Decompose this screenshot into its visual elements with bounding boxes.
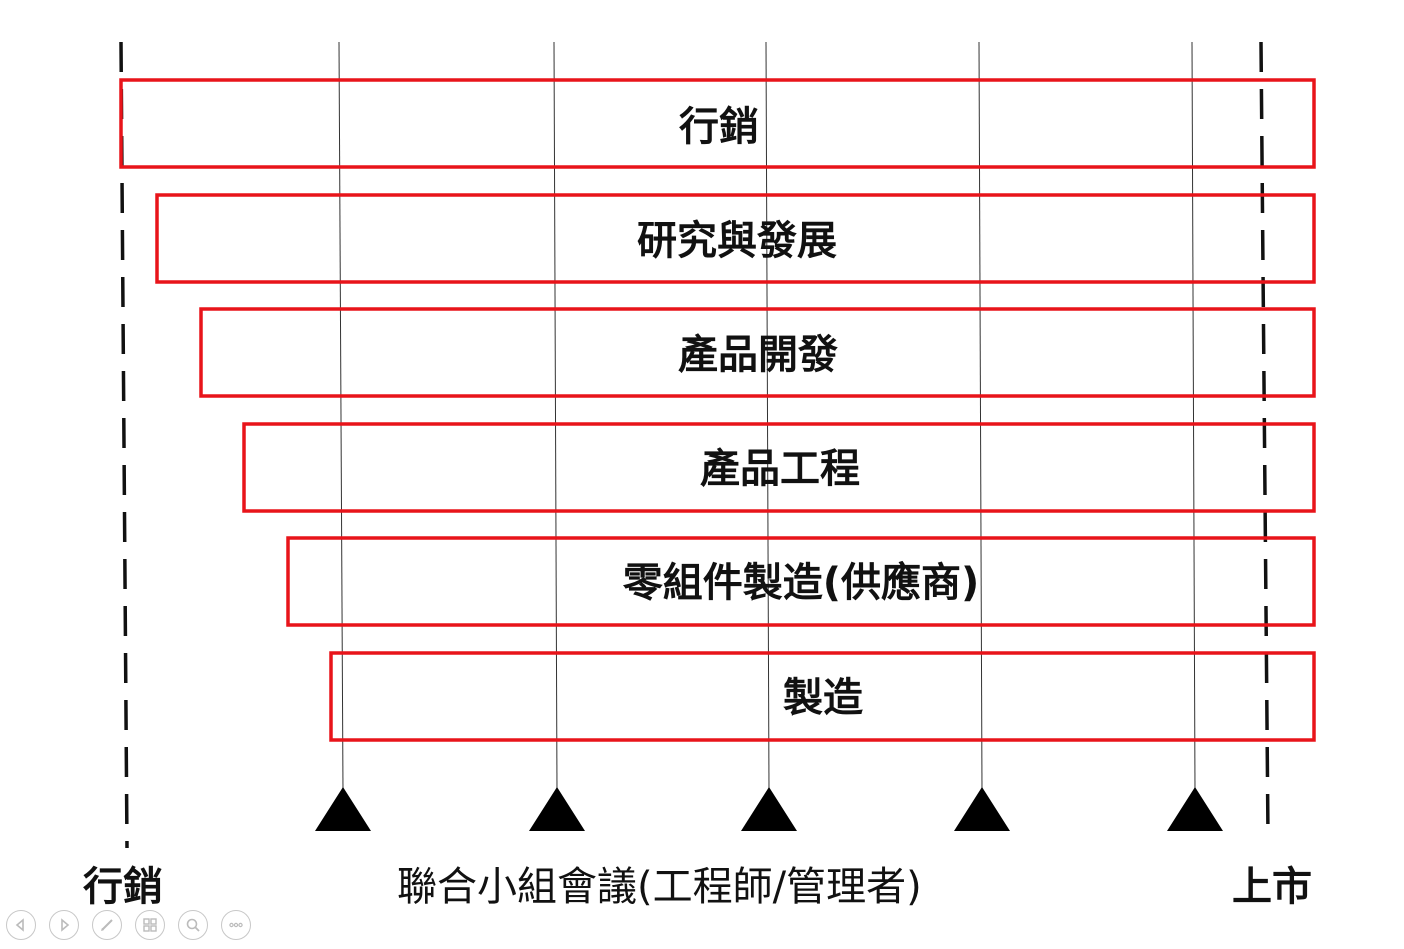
meeting-line	[338, 41, 344, 793]
bar-label: 研究與發展	[637, 218, 837, 264]
bar-box	[199, 307, 1316, 398]
pen-button[interactable]	[92, 910, 122, 940]
bar-product-engineering: 產品工程	[242, 422, 1316, 513]
slide-sorter-icon	[143, 918, 157, 932]
bar-marketing: 行銷	[119, 78, 1316, 169]
pen-icon	[101, 919, 113, 931]
launch-label: 上市	[1232, 864, 1312, 910]
zoom-icon	[186, 918, 200, 932]
bar-research-development: 研究與發展	[155, 193, 1316, 284]
meeting-triangle-marker	[741, 787, 797, 831]
meeting-caption: 聯合小組會議(工程師/管理者)	[397, 864, 922, 910]
bar-component-manufacturing: 零組件製造(供應商)	[286, 536, 1316, 627]
bar-label: 製造	[783, 675, 863, 721]
meeting-lines	[338, 41, 1196, 793]
bar-box	[286, 536, 1316, 627]
meeting-line	[553, 41, 558, 793]
previous-slide-icon	[15, 918, 24, 932]
start-label: 行銷	[83, 864, 163, 910]
meeting-triangle-marker	[315, 787, 371, 831]
bar-box	[242, 422, 1316, 513]
meeting-triangle-marker	[1167, 787, 1223, 831]
slideshow-controls	[6, 910, 251, 946]
bar-manufacturing: 製造	[329, 651, 1316, 742]
bar-box	[329, 651, 1316, 742]
function-bars: 行銷 研究與發展 產品開發 產品工程 零組件製造(供應商) 製造	[119, 78, 1316, 742]
meeting-markers	[315, 787, 1223, 831]
more-options-button[interactable]	[221, 910, 251, 940]
zoom-button[interactable]	[178, 910, 208, 940]
bar-product-development: 產品開發	[199, 307, 1316, 398]
meeting-line	[765, 41, 770, 793]
bar-label: 零組件製造(供應商)	[623, 560, 980, 606]
more-options-icon	[229, 922, 243, 928]
launch-dashed-line	[1259, 41, 1270, 837]
previous-slide-button[interactable]	[6, 910, 36, 940]
meeting-line	[1191, 41, 1196, 793]
next-slide-icon	[61, 918, 70, 932]
bar-label: 產品開發	[678, 332, 838, 378]
meeting-triangle-marker	[954, 787, 1010, 831]
bar-box	[155, 193, 1316, 284]
next-slide-button[interactable]	[49, 910, 79, 940]
meeting-triangle-marker	[529, 787, 585, 831]
start-dashed-line	[119, 41, 129, 849]
meeting-line	[978, 41, 983, 793]
bar-label: 產品工程	[700, 446, 860, 492]
bar-label: 行銷	[679, 104, 759, 150]
slide-sorter-button[interactable]	[135, 910, 165, 940]
bar-box	[119, 78, 1316, 169]
